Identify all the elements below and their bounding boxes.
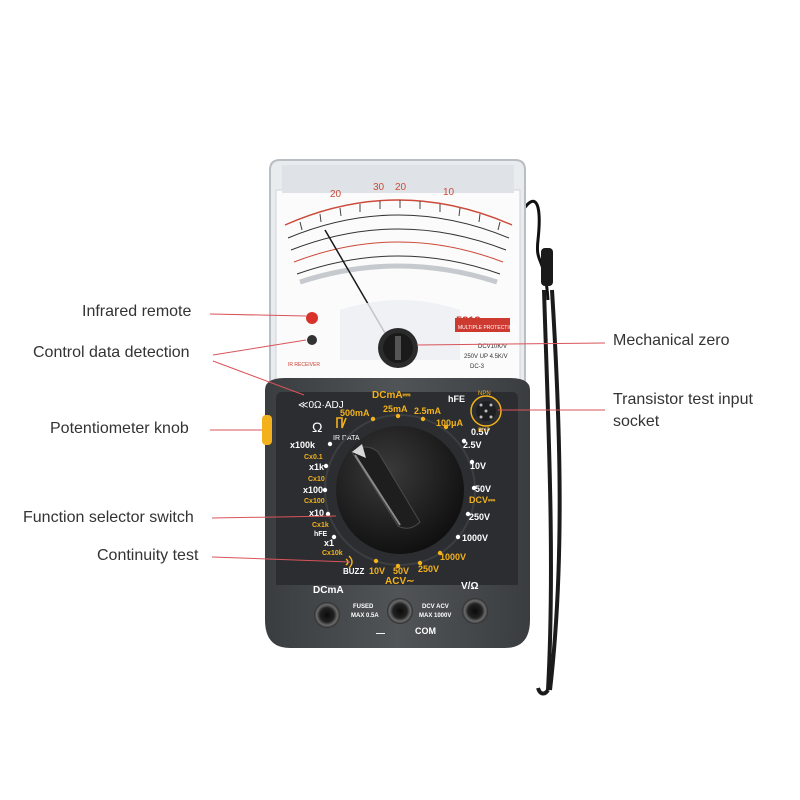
spec-line-1: DCV10K/V xyxy=(478,344,507,350)
dcv-acv-label: DCV ACV xyxy=(422,604,449,610)
acv-header: ACV∼ xyxy=(385,576,415,587)
hfe-header: hFE xyxy=(448,394,465,404)
range-acv-50v: 50V xyxy=(393,566,409,576)
range-x100k: x100k xyxy=(290,440,316,450)
range-x100: x100 xyxy=(303,485,323,495)
range-acv-10v: 10V xyxy=(369,566,385,576)
callout-control-data-detection: Control data detection xyxy=(33,344,190,361)
mechanical-zero-screw xyxy=(378,328,418,368)
callout-continuity-test: Continuity test xyxy=(97,547,199,564)
spec-line-2: 250V UP 4.5K/V xyxy=(464,354,508,360)
transistor-socket xyxy=(470,395,502,427)
com-label: COM xyxy=(415,626,436,636)
range-cx1k: Cx1k xyxy=(312,522,329,529)
range-250v: 250V xyxy=(469,512,490,522)
pnp-label: PNP xyxy=(478,428,490,434)
range-25ma: 25mA xyxy=(383,404,408,414)
terminal-jacks xyxy=(314,598,488,628)
range-acv-1000v: 1000V xyxy=(440,552,466,562)
range-hfe: hFE xyxy=(314,531,328,538)
callout-transistor-socket: Transistor test input socket xyxy=(613,391,753,430)
potentiometer-knob-wheel xyxy=(262,415,272,445)
buzz-label: BUZZ xyxy=(343,567,364,576)
callout-lines xyxy=(209,313,606,563)
range-x10: x10 xyxy=(309,508,324,518)
npn-label: NPN xyxy=(478,391,491,397)
ir-data-icon xyxy=(336,417,347,429)
range-50v: 50V xyxy=(475,484,491,494)
spec-line-3: DC-3 xyxy=(470,364,485,370)
range-1000v: 1000V xyxy=(462,533,488,543)
callout-mechanical-zero: Mechanical zero xyxy=(613,332,730,349)
fused-max-label: MAX 0.5A xyxy=(351,613,379,619)
range-2-5ma: 2.5mA xyxy=(414,406,442,416)
scale-number-3: 20 xyxy=(395,182,407,193)
scale-number-4: 10 xyxy=(443,187,455,198)
range-100ua: 100μA xyxy=(436,418,464,428)
meter-scale xyxy=(284,199,513,346)
vohm-terminal-label: V/Ω xyxy=(461,581,478,592)
ir-receiver-label: IR RECEIVER xyxy=(288,362,320,368)
range-cx10k: Cx10k xyxy=(322,550,343,557)
range-0-5v: 0.5V xyxy=(471,427,490,437)
range-cx10: Cx10 xyxy=(308,476,325,483)
function-selector-dial xyxy=(324,414,476,566)
minus-label: — xyxy=(376,628,385,638)
multiple-protection-label: MULTIPLE PROTECTION xyxy=(458,325,517,331)
dcv-header: DCV⎓ xyxy=(469,495,496,505)
range-x1: x1 xyxy=(324,538,334,548)
ir-led-icon xyxy=(307,335,317,345)
infrared-emitter-icon xyxy=(306,312,318,324)
model-number: 5818 xyxy=(456,315,480,327)
range-2-5v: 2.5V xyxy=(463,440,482,450)
fused-label: FUSED xyxy=(353,604,374,610)
range-indicator-dots xyxy=(322,413,477,569)
callout-potentiometer-knob: Potentiometer knob xyxy=(50,420,189,437)
range-10v: 10V xyxy=(470,461,486,471)
range-500ma: 500mA xyxy=(340,408,370,418)
dcma-header: DCmA⎓ xyxy=(372,390,411,401)
callout-function-selector-switch: Function selector switch xyxy=(23,509,194,526)
dcma-terminal-label: DCmA xyxy=(313,585,344,596)
ohm-symbol: Ω xyxy=(312,419,322,435)
max-1000v-label: MAX 1000V xyxy=(419,613,451,619)
callout-infrared-remote: Infrared remote xyxy=(82,303,192,320)
scale-number-1: 20 xyxy=(330,189,342,200)
scale-number-2: 30 xyxy=(373,182,385,193)
range-cx100: Cx100 xyxy=(304,498,325,505)
range-x1k: x1k xyxy=(309,462,325,472)
zero-adjust-label: ≪0Ω·ADJ xyxy=(298,400,344,411)
range-cx0-1: Cx0.1 xyxy=(304,454,323,461)
range-acv-250v: 250V xyxy=(418,564,439,574)
